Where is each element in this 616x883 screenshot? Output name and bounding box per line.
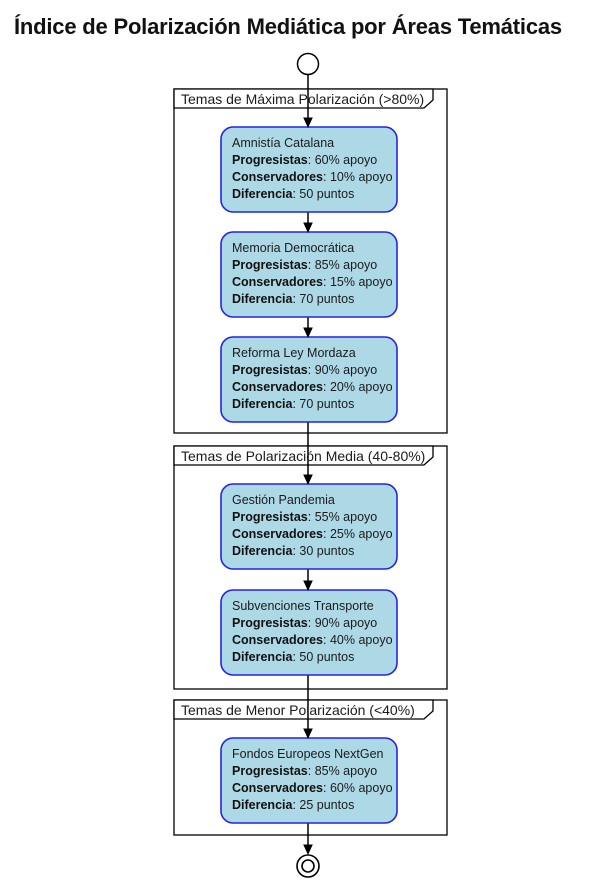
partition-label-maxima: Temas de Máxima Polarización (>80%) bbox=[181, 91, 425, 107]
topic-title: Subvenciones Transporte bbox=[232, 599, 374, 613]
topic-value: 25% apoyo bbox=[329, 527, 393, 541]
topic-node: Fondos Europeos NextGen Progresistas85% … bbox=[221, 738, 397, 823]
topic-key: Conservadores bbox=[232, 170, 330, 184]
topic-box-mordaza bbox=[220, 336, 398, 423]
topic-row: Progresistas60% apoyo bbox=[232, 152, 397, 169]
end-node-inner bbox=[301, 859, 315, 873]
topic-key: Conservadores bbox=[232, 633, 330, 647]
topic-box-transporte bbox=[220, 589, 398, 676]
topic-value: 85% apoyo bbox=[314, 764, 378, 778]
topic-title: Reforma Ley Mordaza bbox=[232, 346, 356, 360]
topic-row: Diferencia30 puntos bbox=[232, 543, 397, 560]
topic-key: Progresistas bbox=[232, 764, 315, 778]
topic-value: 10% apoyo bbox=[329, 170, 393, 184]
topic-row: Conservadores10% apoyo bbox=[232, 169, 397, 186]
arrowhead-icon bbox=[303, 117, 313, 128]
arrowhead-icon bbox=[303, 844, 313, 855]
topic-key: Conservadores bbox=[232, 527, 330, 541]
topic-value: 25 puntos bbox=[299, 798, 355, 812]
topic-box-nextgen bbox=[220, 737, 398, 824]
topic-value: 50 puntos bbox=[299, 187, 355, 201]
topic-node: Subvenciones Transporte Progresistas90% … bbox=[221, 590, 397, 675]
topic-node: Memoria Democrática Progresistas85% apoy… bbox=[221, 232, 397, 317]
arrowhead-icon bbox=[303, 222, 313, 233]
topic-key: Progresistas bbox=[232, 616, 315, 630]
topic-value: 30 puntos bbox=[299, 544, 355, 558]
topic-value: 85% apoyo bbox=[314, 258, 378, 272]
topic-node: Amnistía Catalana Progresistas60% apoyo … bbox=[221, 127, 397, 212]
arrowhead-icon bbox=[303, 327, 313, 338]
topic-value: 90% apoyo bbox=[314, 363, 378, 377]
topic-key: Diferencia bbox=[232, 397, 299, 411]
topic-value: 70 puntos bbox=[299, 397, 355, 411]
partition-tab-media bbox=[173, 445, 434, 466]
topic-row: Diferencia25 puntos bbox=[232, 797, 397, 814]
topic-box-amnistia bbox=[220, 126, 398, 213]
topic-row: Conservadores15% apoyo bbox=[232, 274, 397, 291]
partition-label-media: Temas de Polarización Media (40-80%) bbox=[181, 448, 426, 464]
topic-key: Progresistas bbox=[232, 510, 315, 524]
topic-key: Conservadores bbox=[232, 380, 330, 394]
topic-row: Diferencia50 puntos bbox=[232, 186, 397, 203]
topic-value: 60% apoyo bbox=[314, 153, 378, 167]
topic-node: Reforma Ley Mordaza Progresistas90% apoy… bbox=[221, 337, 397, 422]
topic-row: Conservadores60% apoyo bbox=[232, 780, 397, 797]
topic-row: Diferencia70 puntos bbox=[232, 291, 397, 308]
topic-title: Fondos Europeos NextGen bbox=[232, 747, 384, 761]
topic-box-memoria bbox=[220, 231, 398, 318]
topic-box-pandemia bbox=[220, 483, 398, 570]
topic-title: Gestión Pandemia bbox=[232, 493, 335, 507]
topic-value: 90% apoyo bbox=[314, 616, 378, 630]
topic-value: 50 puntos bbox=[299, 650, 355, 664]
topic-key: Diferencia bbox=[232, 544, 299, 558]
topic-row: Progresistas90% apoyo bbox=[232, 362, 397, 379]
topic-row: Progresistas55% apoyo bbox=[232, 509, 397, 526]
topic-row: Conservadores40% apoyo bbox=[232, 632, 397, 649]
topic-value: 40% apoyo bbox=[329, 633, 393, 647]
topic-row: Progresistas85% apoyo bbox=[232, 257, 397, 274]
topic-value: 55% apoyo bbox=[314, 510, 378, 524]
topic-title: Memoria Democrática bbox=[232, 241, 355, 255]
diagram-title: Índice de Polarización Mediática por Áre… bbox=[14, 14, 562, 39]
topic-key: Diferencia bbox=[232, 650, 299, 664]
partition-tab-menor bbox=[173, 699, 434, 720]
topic-title: Amnistía Catalana bbox=[232, 136, 335, 150]
partition-label-menor: Temas de Menor Polarización (<40%) bbox=[181, 702, 415, 718]
topic-key: Progresistas bbox=[232, 258, 315, 272]
topic-value: 60% apoyo bbox=[329, 781, 393, 795]
topic-node: Gestión Pandemia Progresistas55% apoyo C… bbox=[221, 484, 397, 569]
arrowhead-icon bbox=[303, 474, 313, 485]
topic-key: Conservadores bbox=[232, 275, 330, 289]
topic-row: Diferencia70 puntos bbox=[232, 396, 397, 413]
topic-key: Diferencia bbox=[232, 798, 299, 812]
topic-value: 70 puntos bbox=[299, 292, 355, 306]
topic-row: Progresistas90% apoyo bbox=[232, 615, 397, 632]
topic-key: Diferencia bbox=[232, 292, 299, 306]
topic-value: 20% apoyo bbox=[329, 380, 393, 394]
topic-row: Conservadores20% apoyo bbox=[232, 379, 397, 396]
topic-value: 15% apoyo bbox=[329, 275, 393, 289]
topic-row: Progresistas85% apoyo bbox=[232, 763, 397, 780]
topic-row: Diferencia50 puntos bbox=[232, 649, 397, 666]
arrowhead-icon bbox=[303, 728, 313, 739]
topic-key: Conservadores bbox=[232, 781, 330, 795]
topic-row: Conservadores25% apoyo bbox=[232, 526, 397, 543]
topic-key: Progresistas bbox=[232, 363, 315, 377]
topic-key: Diferencia bbox=[232, 187, 299, 201]
topic-key: Progresistas bbox=[232, 153, 315, 167]
start-node bbox=[296, 52, 320, 76]
partition-tab-maxima bbox=[173, 88, 434, 109]
arrowhead-icon bbox=[303, 580, 313, 591]
